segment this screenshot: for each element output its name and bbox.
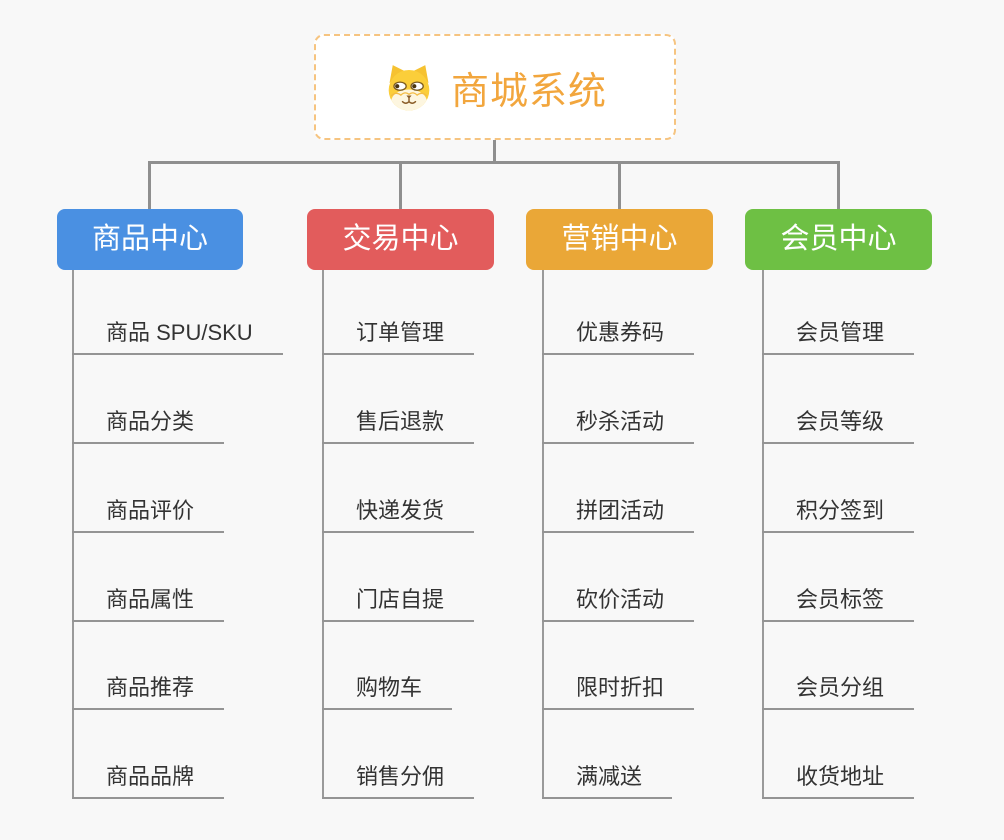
connector-drop-trade bbox=[399, 161, 402, 209]
connector-root-stem bbox=[493, 139, 496, 164]
subtopic-item[interactable]: 商品推荐 bbox=[72, 674, 225, 710]
connector-spine-products bbox=[72, 270, 74, 799]
connector-drop-members bbox=[837, 161, 840, 209]
connector-drop-products bbox=[148, 161, 151, 209]
root-topic[interactable]: 商城系统 bbox=[314, 34, 676, 140]
subtopic-item[interactable]: 订单管理 bbox=[322, 319, 475, 355]
subtopic-item[interactable]: 商品分类 bbox=[72, 408, 225, 444]
subtopic-item[interactable]: 快递发货 bbox=[322, 497, 475, 533]
subtopic-item[interactable]: 秒杀活动 bbox=[542, 408, 695, 444]
subtopic-item[interactable]: 商品属性 bbox=[72, 586, 225, 622]
connector-spine-trade bbox=[322, 270, 324, 799]
subtopic-item[interactable]: 积分签到 bbox=[762, 497, 915, 533]
subtopic-item[interactable]: 门店自提 bbox=[322, 586, 475, 622]
subtopic-item[interactable]: 售后退款 bbox=[322, 408, 475, 444]
subtopic-item[interactable]: 会员分组 bbox=[762, 674, 915, 710]
subtopic-item[interactable]: 会员标签 bbox=[762, 586, 915, 622]
subtopic-item[interactable]: 商品品牌 bbox=[72, 763, 225, 799]
branch-topic-marketing-center[interactable]: 营销中心 bbox=[526, 209, 713, 270]
subtopic-item[interactable]: 限时折扣 bbox=[542, 674, 695, 710]
connector-horizontal-bar bbox=[148, 161, 839, 164]
subtopic-item[interactable]: 会员等级 bbox=[762, 408, 915, 444]
subtopic-item[interactable]: 满减送 bbox=[542, 763, 673, 799]
dog-face-icon bbox=[383, 61, 435, 113]
subtopic-item[interactable]: 销售分佣 bbox=[322, 763, 475, 799]
root-topic-title: 商城系统 bbox=[450, 70, 607, 113]
subtopic-item[interactable]: 购物车 bbox=[322, 674, 453, 710]
connector-spine-marketing bbox=[542, 270, 544, 799]
connector-spine-members bbox=[762, 270, 764, 799]
branch-topic-product-center[interactable]: 商品中心 bbox=[57, 209, 243, 270]
subtopic-item[interactable]: 会员管理 bbox=[762, 319, 915, 355]
subtopic-item[interactable]: 收货地址 bbox=[762, 763, 915, 799]
subtopic-item[interactable]: 砍价活动 bbox=[542, 586, 695, 622]
subtopic-item[interactable]: 商品评价 bbox=[72, 497, 225, 533]
branch-topic-member-center[interactable]: 会员中心 bbox=[745, 209, 932, 270]
branch-topic-trade-center[interactable]: 交易中心 bbox=[307, 209, 494, 270]
subtopic-item[interactable]: 拼团活动 bbox=[542, 497, 695, 533]
connector-drop-marketing bbox=[618, 161, 621, 209]
subtopic-item[interactable]: 商品 SPU/SKU bbox=[72, 319, 283, 355]
subtopic-item[interactable]: 优惠券码 bbox=[542, 319, 695, 355]
